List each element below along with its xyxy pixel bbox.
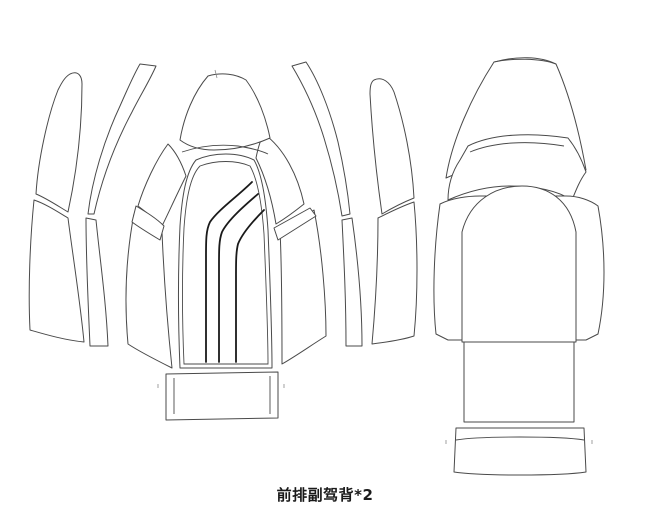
left-outer-upper-panel: [35, 72, 83, 213]
backrest-lower-panel: [463, 341, 575, 423]
center-back-yoke-seam: [181, 144, 269, 155]
headrest-top-panel: [179, 73, 271, 151]
center-stripe-middle: [218, 193, 259, 363]
left-outer-lower-panel: [28, 199, 85, 343]
center-stripe-outer: [205, 181, 253, 363]
left-back-wing-cap: [131, 205, 165, 241]
backrest-bottom-flap: [453, 427, 587, 476]
backrest-shoulder-inner-seam: [469, 142, 565, 153]
right-outer-lower-panel: [371, 201, 418, 345]
right-outer-upper-panel: [369, 78, 415, 215]
center-stripe-inner: [235, 209, 265, 363]
right-back-wing-upper: [255, 133, 305, 225]
backrest-bottom-flap-seam: [455, 436, 585, 441]
left-back-wing-lower: [125, 213, 173, 369]
right-inner-upper-strip: [291, 61, 351, 217]
headrest-notch: [214, 69, 218, 79]
left-bottom-tab: [165, 371, 279, 421]
right-inner-lower-strip: [341, 217, 363, 347]
left-inner-lower-strip: [85, 217, 109, 347]
backrest-arch-panel: [461, 185, 577, 343]
right-back-wing-cap: [273, 207, 317, 241]
diagram-caption: 前排副驾背*2: [276, 486, 374, 504]
center-back-inner-seam: [182, 161, 269, 365]
left-inner-upper-strip: [87, 63, 157, 215]
backrest-head-upper-edge: [493, 57, 557, 65]
center-back-main-panel: [178, 153, 273, 369]
